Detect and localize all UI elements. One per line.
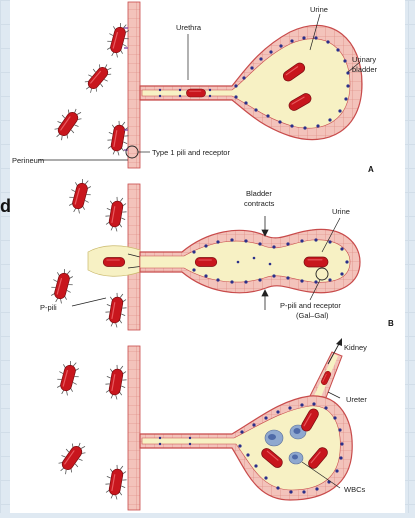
bacterium	[54, 438, 90, 477]
label-urine-b: Urine	[332, 207, 350, 216]
bacterium	[54, 359, 82, 397]
panel-letter-b: B	[388, 319, 394, 328]
uti-pathogenesis-figure: Urine Urethra Urinary bladder Type 1 pil…	[10, 0, 405, 513]
bacterium	[105, 120, 131, 157]
perineum-wall	[128, 346, 140, 510]
perineum-wall	[128, 2, 140, 168]
panel-b: Bladder contracts Urine P-pili P-pili an…	[40, 177, 394, 330]
label-kidney: Kidney	[344, 343, 367, 352]
bacterium	[103, 292, 129, 329]
label-urinary-bladder-1: Urinary	[352, 55, 376, 64]
bacterium	[103, 196, 129, 233]
label-bladder-contracts-1: Bladder	[246, 189, 272, 198]
leader-ppili	[72, 298, 106, 306]
cropped-text-fragment: d	[0, 196, 10, 217]
label-wbcs: WBCs	[344, 485, 365, 494]
bacterium	[66, 177, 94, 215]
bacterium	[48, 267, 76, 305]
bacterium	[103, 258, 125, 267]
panel-c: Kidney Ureter WBCs	[54, 338, 367, 510]
panel-letter-a: A	[368, 165, 374, 174]
bacterium	[103, 364, 129, 401]
bacterium	[103, 464, 129, 501]
panel-a: Urine Urethra Urinary bladder Type 1 pil…	[12, 2, 378, 174]
bacterium	[304, 257, 328, 267]
label-p-pili: P-pili	[40, 303, 57, 312]
label-perineum: Perineum	[12, 156, 44, 165]
label-ureter: Ureter	[346, 395, 367, 404]
label-receptor-2: (Gal–Gal)	[296, 311, 329, 320]
bacterium	[80, 60, 115, 97]
bacterium	[195, 258, 217, 267]
bacterium	[50, 104, 86, 143]
label-urinary-bladder-2: bladder	[352, 65, 378, 74]
label-urine: Urine	[310, 5, 328, 14]
leader-ureter	[328, 392, 340, 398]
bladder-lumen	[142, 39, 350, 129]
label-urethra: Urethra	[176, 23, 202, 32]
label-type1-pili: Type 1 pili and receptor	[152, 148, 230, 157]
label-bladder-contracts-2: contracts	[244, 199, 275, 208]
label-receptor-1: P-pili and receptor	[280, 301, 341, 310]
